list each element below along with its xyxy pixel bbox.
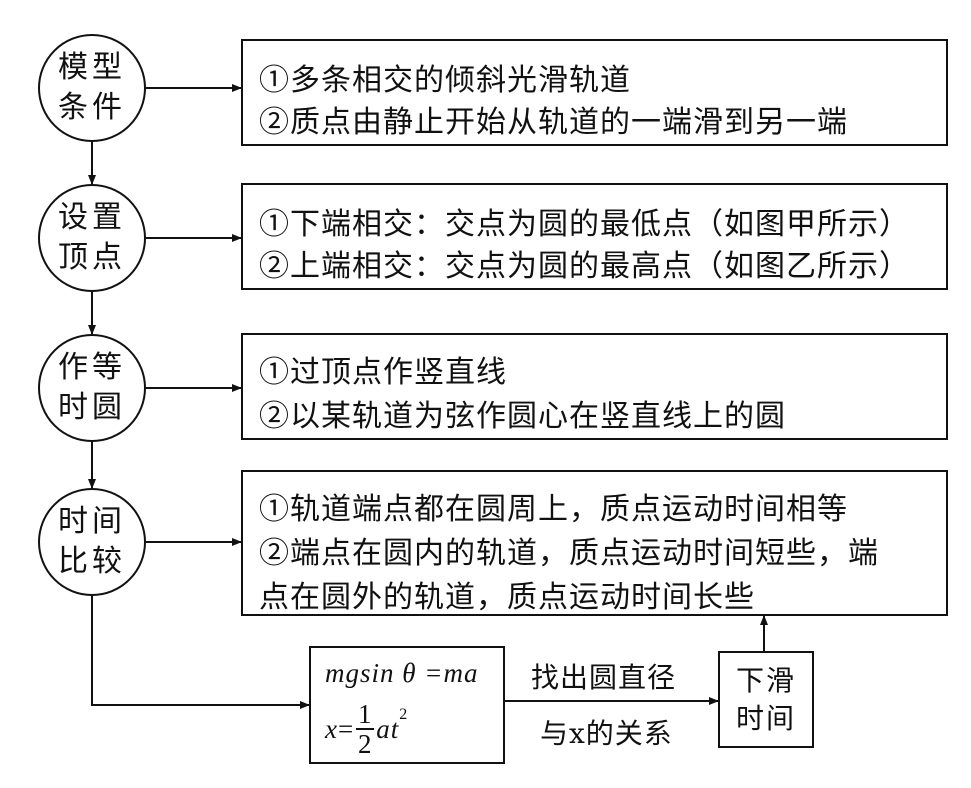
- arrow-label-line-1: 找出圆直径: [531, 661, 677, 694]
- arrow-label-line-2: 与x的关系: [540, 717, 673, 750]
- fraction: 1 2: [356, 699, 375, 759]
- box-text-line: ②以某轨道为弦作圆心在竖直线上的圆: [259, 399, 786, 434]
- box-text-line: 点在圆外的轨道，质点运动时间长些: [259, 580, 755, 615]
- box-text-line: ①过顶点作竖直线: [259, 355, 507, 390]
- node-set-vertex: 设置 顶点: [38, 184, 146, 292]
- fraction-numerator: 1: [357, 699, 373, 729]
- node-label: 时间: [58, 504, 126, 539]
- box-time-comparison: ①轨道端点都在圆周上，质点运动时间相等 ②端点在圆内的轨道，质点运动时间短些，端…: [241, 470, 948, 616]
- box-text-line: ①多条相交的倾斜光滑轨道: [259, 63, 631, 98]
- node-label: 模型: [58, 50, 126, 85]
- node-time-comparison: 时间 比较: [38, 488, 146, 596]
- formula-x: x: [325, 713, 338, 744]
- formula-equals: =: [337, 713, 355, 744]
- arrow-node4-formula: [91, 596, 310, 709]
- result-box: 下滑 时间: [718, 651, 814, 748]
- node-label: 顶点: [58, 240, 126, 275]
- formula-box: mgsin θ =ma x = 1 2 at 2: [309, 646, 505, 764]
- box-set-vertex: ①下端相交：交点为圆的最低点（如图甲所示） ②上端相交：交点为圆的最高点（如图乙…: [241, 183, 948, 290]
- formula-at: at: [376, 713, 400, 744]
- result-label: 下滑: [735, 663, 796, 697]
- formula-line-1: mgsin θ =ma: [325, 658, 479, 688]
- fraction-bar: [356, 728, 375, 730]
- box-text-line: ①下端相交：交点为圆的最低点（如图甲所示）: [259, 207, 910, 242]
- formula-exponent: 2: [399, 706, 409, 723]
- node-draw-isochronous-circle: 作等 时圆: [38, 334, 146, 442]
- node-label: 比较: [58, 544, 126, 579]
- formula-line-2: x = 1 2 at 2: [325, 700, 408, 758]
- box-text-line: ②上端相交：交点为圆的最高点（如图乙所示）: [259, 249, 910, 284]
- box-text-line: ②端点在圆内的轨道，质点运动时间短些，端: [259, 536, 879, 571]
- box-model-conditions: ①多条相交的倾斜光滑轨道 ②质点由静止开始从轨道的一端滑到另一端: [241, 39, 948, 146]
- box-draw-circle: ①过顶点作竖直线 ②以某轨道为弦作圆心在竖直线上的圆: [241, 333, 948, 440]
- node-label: 时圆: [58, 390, 126, 425]
- result-label: 时间: [735, 701, 796, 735]
- node-label: 作等: [58, 350, 126, 385]
- box-text-line: ②质点由静止开始从轨道的一端滑到另一端: [259, 105, 848, 140]
- fraction-denominator: 2: [357, 729, 373, 759]
- node-label: 条件: [58, 90, 126, 125]
- node-label: 设置: [58, 200, 126, 235]
- node-model-conditions: 模型 条件: [38, 34, 146, 142]
- box-text-line: ①轨道端点都在圆周上，质点运动时间相等: [259, 492, 848, 527]
